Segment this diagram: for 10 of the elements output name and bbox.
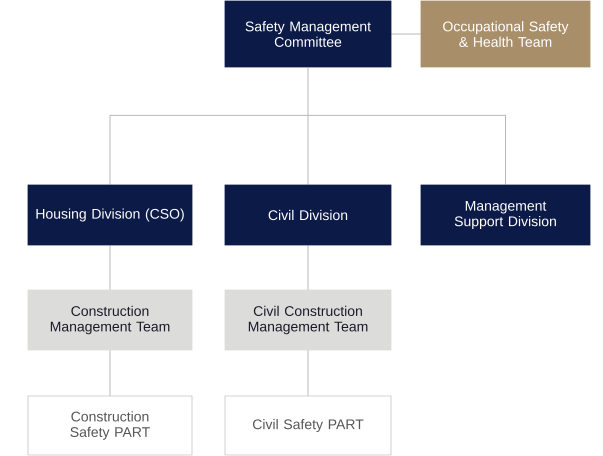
connector-line <box>308 66 506 186</box>
committee-box: Safety Management Committee <box>224 0 392 68</box>
part-box: Civil Safety PART <box>224 396 392 456</box>
division-box: Housing Division (CSO) <box>28 184 192 246</box>
team-box: Civil Construction Management Team <box>224 290 392 350</box>
part-box: Construction Safety PART <box>28 396 192 456</box>
division-box: Civil Division <box>224 184 392 246</box>
team-box: Construction Management Team <box>28 290 192 350</box>
division-box: Management Support Division <box>420 184 590 246</box>
team-box: Occupational Safety & Health Team <box>420 0 590 68</box>
